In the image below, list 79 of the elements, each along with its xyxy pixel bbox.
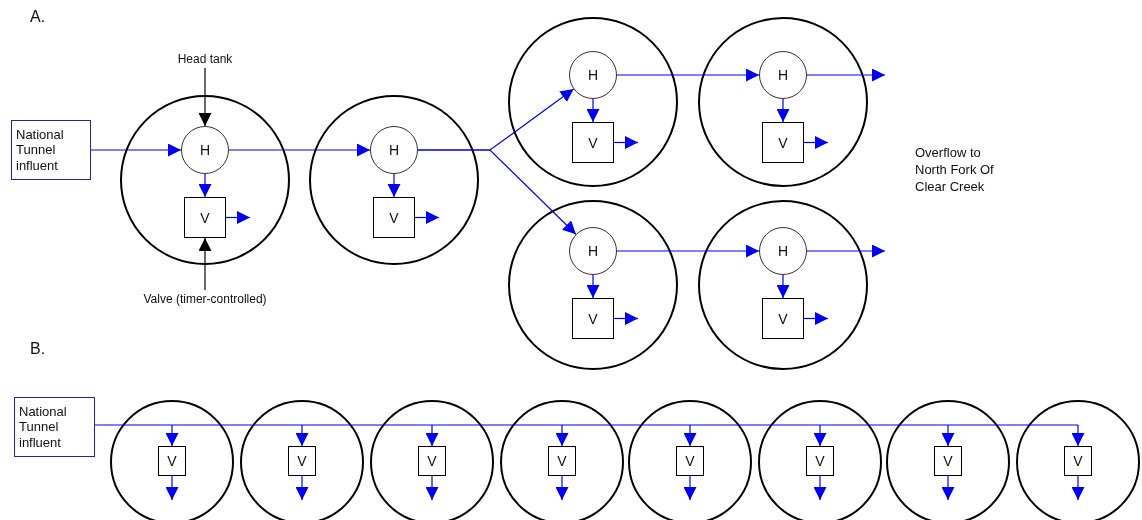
valve-box: V — [762, 298, 804, 339]
basin-circle — [500, 400, 624, 520]
flow-arrow — [616, 244, 760, 258]
flow-arrow — [941, 475, 955, 501]
basin-circle — [1016, 400, 1140, 520]
panel-label: B. — [30, 340, 46, 358]
flow-arrow — [387, 173, 401, 198]
basin-circle — [886, 400, 1010, 520]
flow-arrow — [941, 424, 955, 447]
flow-arrow — [806, 68, 886, 82]
valve-box: V — [548, 446, 576, 476]
valve-box: V — [676, 446, 704, 476]
head-tank-circle: H — [181, 126, 229, 174]
flow-arrow — [417, 149, 577, 235]
flow-arrow — [228, 143, 371, 157]
flow-arrow — [806, 244, 886, 258]
basin-circle — [628, 400, 752, 520]
basin-circle — [758, 400, 882, 520]
head-tank-circle: H — [569, 51, 617, 99]
valve-box: V — [184, 197, 226, 238]
flow-arrow — [1071, 475, 1085, 501]
flow-arrow — [683, 475, 697, 501]
outflow-note: Overflow to North Fork Of Clear Creek — [915, 145, 995, 196]
head-tank-circle: H — [370, 126, 418, 174]
basin-circle — [698, 200, 868, 370]
flow-arrow — [613, 312, 639, 325]
flow-arrow — [425, 475, 439, 501]
flow-arrow — [295, 424, 309, 447]
valve-box: V — [806, 446, 834, 476]
flow-arrow — [198, 237, 212, 291]
head-tank-circle: H — [759, 51, 807, 99]
flow-arrow — [425, 424, 439, 447]
flow-arrow — [683, 424, 697, 447]
valve-box: V — [288, 446, 316, 476]
basin-circle — [110, 400, 234, 520]
flow-arrow — [198, 67, 212, 127]
flow-arrow — [414, 211, 440, 224]
valve-box: V — [572, 298, 614, 339]
flow-arrow — [813, 424, 827, 447]
flow-arrow — [1071, 424, 1085, 447]
head-tank-circle: H — [569, 227, 617, 275]
flow-arrow — [586, 274, 600, 299]
basin-circle — [508, 17, 678, 187]
source-box: National Tunnel influent — [11, 120, 91, 180]
basin-circle — [309, 95, 479, 265]
valve-box: V — [373, 197, 415, 238]
flow-arrow — [616, 68, 760, 82]
valve-box: V — [934, 446, 962, 476]
valve-box: V — [418, 446, 446, 476]
valve-box: V — [572, 122, 614, 163]
valve-box: V — [158, 446, 186, 476]
flow-arrow — [613, 136, 639, 149]
flow-arrow — [776, 98, 790, 123]
flow-arrow — [803, 136, 829, 149]
flow-arrow — [165, 475, 179, 501]
head-tank-circle: H — [759, 227, 807, 275]
basin-circle — [508, 200, 678, 370]
flow-arrow — [813, 475, 827, 501]
basin-circle — [120, 95, 290, 265]
panel-label: A. — [30, 8, 46, 26]
flow-arrow — [295, 475, 309, 501]
flow-arrow — [225, 211, 251, 224]
basin-circle — [240, 400, 364, 520]
flow-arrow — [803, 312, 829, 325]
flow-arrow — [555, 424, 569, 447]
source-box: National Tunnel influent — [14, 397, 95, 457]
basin-circle — [370, 400, 494, 520]
valve-box: V — [762, 122, 804, 163]
flow-arrow — [555, 475, 569, 501]
flow-arrow — [198, 173, 212, 198]
valve-box: V — [1064, 446, 1092, 476]
trunk-line — [94, 424, 1079, 426]
callout-text: Head tank — [165, 50, 245, 68]
basin-circle — [698, 17, 868, 187]
flow-arrow — [586, 98, 600, 123]
flow-arrow — [776, 274, 790, 299]
flow-arrow — [165, 424, 179, 447]
callout-text: Valve (timer-controlled) — [130, 290, 280, 308]
flow-arrow — [90, 143, 182, 157]
